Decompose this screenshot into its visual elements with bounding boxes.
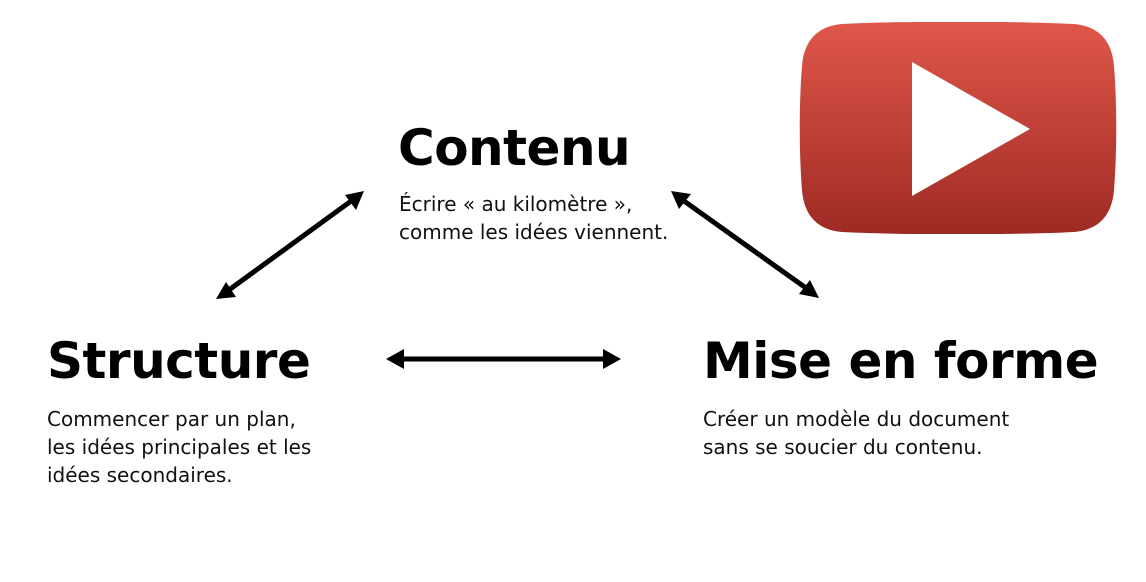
node-description-contenu: Écrire « au kilomètre », comme les idées… [399, 190, 668, 246]
description-line: les idées principales et les [47, 435, 312, 459]
node-title-structure: Structure [47, 332, 311, 390]
description-line: sans se soucier du contenu. [703, 435, 983, 459]
play-icon [799, 22, 1117, 234]
arrow-structure-contenu [216, 191, 364, 299]
node-description-structure: Commencer par un plan, les idées princip… [47, 405, 311, 489]
description-line: comme les idées viennent. [399, 220, 669, 244]
arrow-structure-mise-en-forme [386, 349, 621, 369]
description-line: Commencer par un plan, [47, 407, 296, 431]
video-play-button[interactable] [798, 22, 1118, 234]
description-line: idées secondaires. [47, 463, 233, 487]
description-line: Écrire « au kilomètre », [399, 192, 633, 216]
arrow-contenu-mise-en-forme [671, 191, 819, 298]
node-description-mise-en-forme: Créer un modèle du document sans se souc… [703, 405, 1009, 461]
description-line: Créer un modèle du document [703, 407, 1010, 431]
node-title-contenu: Contenu [398, 119, 631, 177]
node-title-mise-en-forme: Mise en forme [703, 332, 1099, 390]
